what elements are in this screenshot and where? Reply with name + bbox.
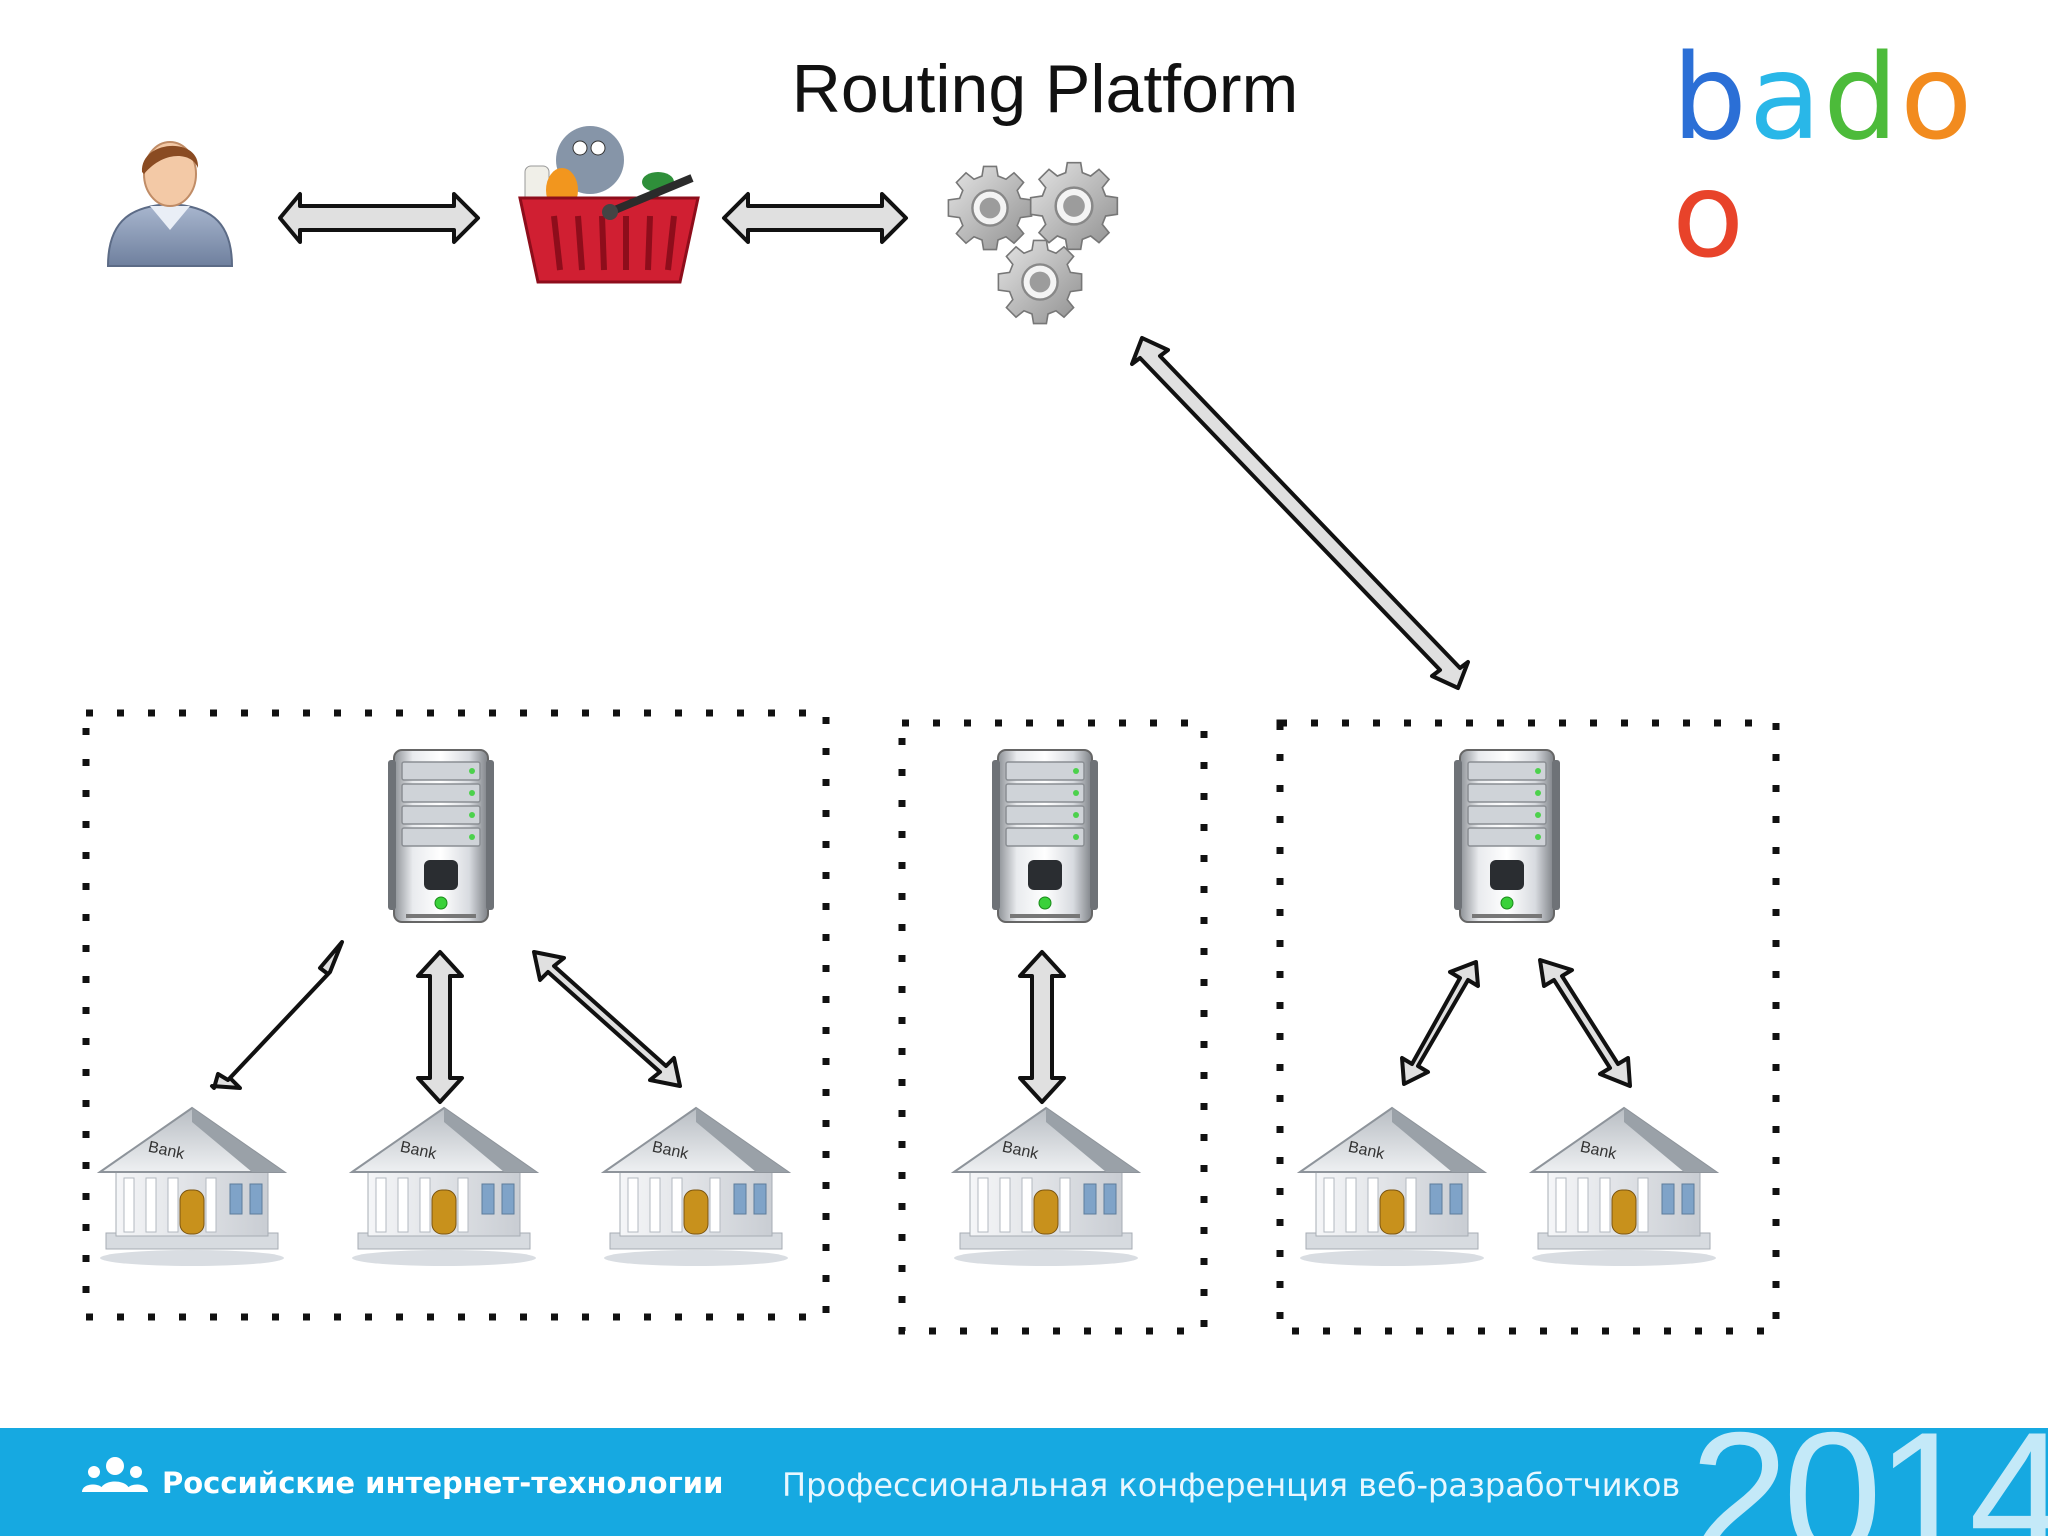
bank-building: Bank — [603, 1107, 789, 1267]
people-icon — [82, 1457, 148, 1492]
bank-building: Bank — [953, 1107, 1139, 1267]
arrow-server-bank — [1538, 958, 1632, 1088]
bank-building: Bank — [1299, 1107, 1485, 1267]
logo-letter: b — [1672, 28, 1749, 166]
arrow-server-bank — [1400, 960, 1480, 1086]
server-icon — [387, 749, 495, 923]
arrow-shop-platform — [722, 192, 908, 244]
gears-icon — [947, 161, 1119, 325]
bank-building: Bank — [99, 1107, 285, 1267]
arrow-platform-cluster3 — [1130, 336, 1470, 690]
arrow-user-shop — [278, 192, 480, 244]
logo-letter: d — [1823, 28, 1901, 166]
arrow-server-bank — [210, 940, 344, 1090]
arrow-server-bank — [416, 950, 464, 1104]
user-icon — [106, 141, 234, 267]
badoo-logo: badoo — [1672, 38, 2048, 274]
arrow-server-bank — [532, 950, 682, 1088]
footer-year: 2014 — [1690, 1428, 2048, 1536]
arrow-server-bank — [1018, 950, 1066, 1104]
shopping-basket-icon — [518, 126, 700, 284]
slide-title: Routing Platform — [791, 51, 1299, 127]
server-icon — [1453, 749, 1561, 923]
logo-letter: o — [1900, 28, 1975, 166]
footer-organization: Российские интернет-технологии — [162, 1466, 724, 1500]
cluster-box-3 — [1276, 719, 1780, 1335]
bank-building: Bank — [1531, 1107, 1717, 1267]
logo-letter: o — [1672, 146, 1747, 284]
server-icon — [991, 749, 1099, 923]
footer-conference: Профессиональная конференция веб-разрабо… — [782, 1466, 1681, 1504]
footer-bar: Российские интернет-технологии Профессио… — [0, 1428, 2048, 1536]
bank-building: Bank — [351, 1107, 537, 1267]
cluster-box-2 — [898, 719, 1208, 1335]
logo-letter: a — [1748, 28, 1824, 166]
